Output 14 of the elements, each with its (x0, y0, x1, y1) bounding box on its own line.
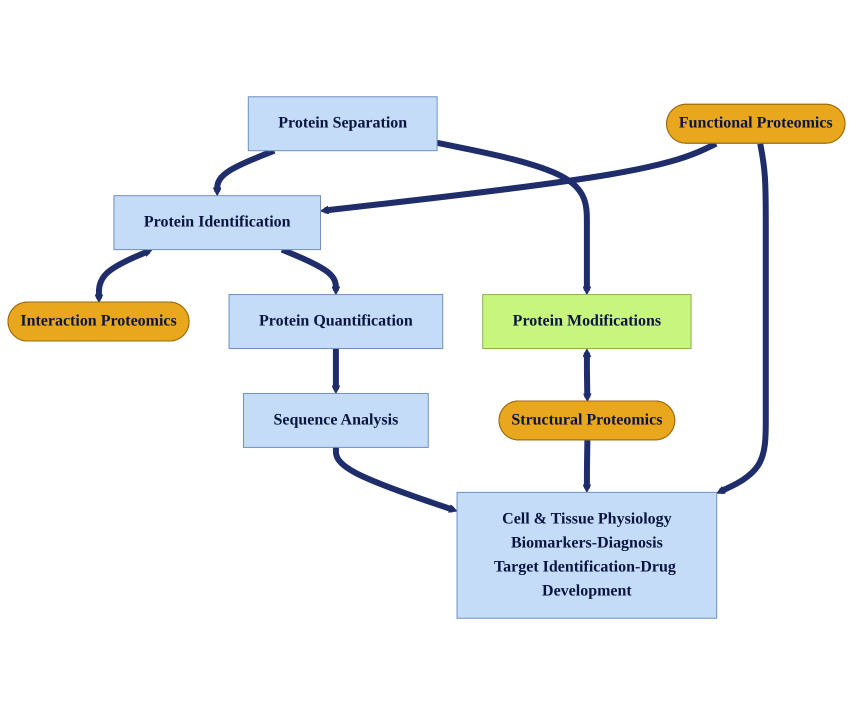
node-box: Protein Separation (248, 96, 438, 152)
arrow (94, 248, 153, 303)
arrow (582, 348, 592, 402)
node-box: Protein Quantification (228, 294, 444, 349)
node-box: Cell & Tissue Physiology Biomarkers-Diagnosis Target Identification-Drug Development (456, 492, 718, 619)
node-box: Protein Identification (113, 195, 322, 250)
arrow (332, 447, 458, 513)
node-box: Protein Modifications (482, 294, 692, 349)
arrow (436, 140, 592, 295)
node-box: Sequence Analysis (243, 392, 429, 448)
arrow (716, 143, 769, 494)
arrow (332, 348, 340, 394)
arrow (582, 440, 592, 493)
arrow (320, 141, 718, 214)
